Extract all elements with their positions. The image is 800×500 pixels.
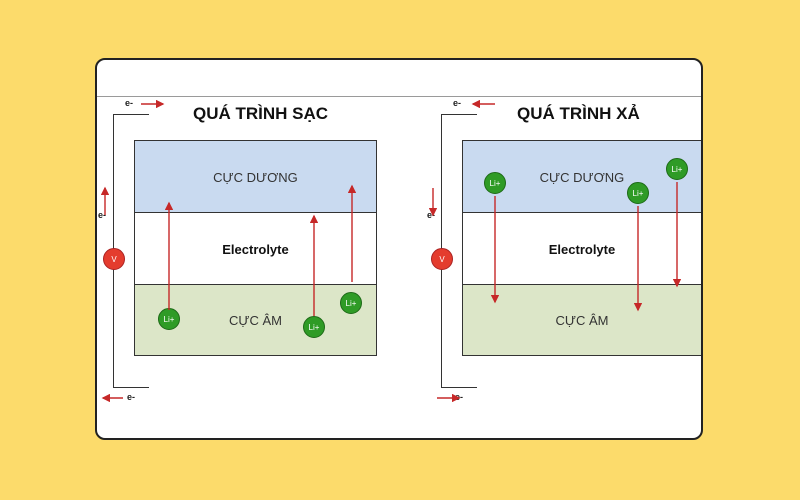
top-divider <box>97 96 701 97</box>
discharge-li-ion-3: Li+ <box>666 158 688 180</box>
discharge-positive-label: CỰC DƯƠNG <box>539 169 625 185</box>
charge-panel: QUÁ TRÌNH SẠC CỰC DƯƠNG Electrolyte CỰC … <box>97 60 397 438</box>
charge-negative-label: CỰC ÂM <box>229 312 282 328</box>
discharge-li-ion-2: Li+ <box>627 182 649 204</box>
discharge-negative-label: CỰC ÂM <box>555 312 609 328</box>
charge-electron-bottom: e- <box>127 392 136 402</box>
charge-title: QUÁ TRÌNH SẠC <box>193 104 329 123</box>
charge-electron-top: e- <box>125 98 134 108</box>
charge-li-ion-2: Li+ <box>303 316 325 338</box>
charge-arrows <box>100 99 357 403</box>
charge-voltmeter: V <box>103 248 125 270</box>
charge-electron-left: e- <box>98 210 107 220</box>
discharge-electron-top: e- <box>453 98 462 108</box>
discharge-negative-electrode: CỰC ÂM <box>462 284 701 356</box>
discharge-electrolyte: Electrolyte <box>462 212 701 286</box>
discharge-voltmeter: V <box>431 248 453 270</box>
charge-positive-electrode: CỰC DƯƠNG <box>134 140 377 214</box>
charge-electrolyte-label: Electrolyte <box>222 241 289 257</box>
discharge-title: QUÁ TRÌNH XẢ <box>517 104 640 123</box>
discharge-panel: QUÁ TRÌNH XẢ CỰC DƯƠNG Electrolyte CỰC Â… <box>401 60 701 438</box>
charge-positive-label: CỰC DƯƠNG <box>213 169 298 185</box>
diagram-frame: QUÁ TRÌNH SẠC CỰC DƯƠNG Electrolyte CỰC … <box>95 58 703 440</box>
charge-li-ion-3: Li+ <box>340 292 362 314</box>
charge-electrolyte: Electrolyte <box>134 212 377 286</box>
discharge-li-ion-1: Li+ <box>484 172 506 194</box>
discharge-electrolyte-label: Electrolyte <box>548 241 616 257</box>
discharge-arrows <box>428 99 682 403</box>
